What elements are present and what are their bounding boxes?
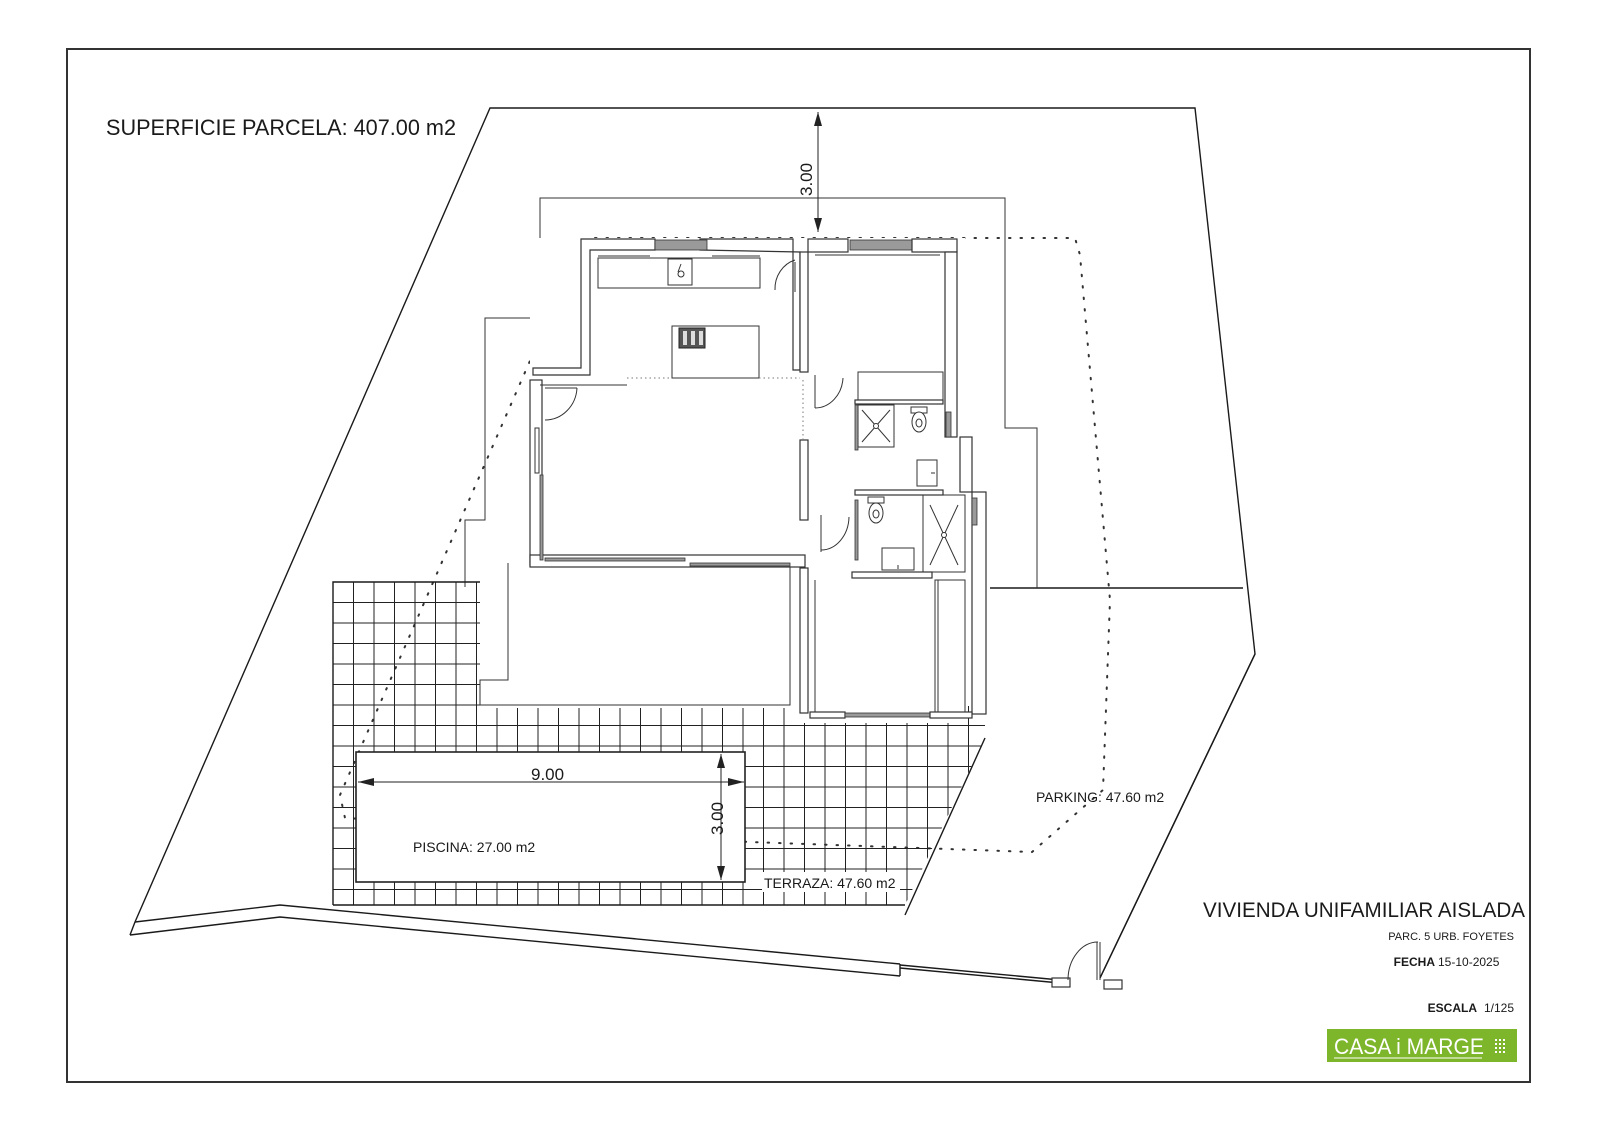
scale-value: 1/125 [1484, 1001, 1514, 1015]
svg-text:3.00: 3.00 [708, 802, 727, 835]
kitchen-sink-icon [667, 258, 693, 286]
eaves-outline [338, 237, 1112, 854]
entrance-gate [1051, 941, 1123, 990]
title-block: VIVIENDA UNIFAMILIAR AISLADA PARC. 5 URB… [1203, 899, 1525, 1062]
logo-grid-icon [1495, 1039, 1505, 1053]
setback-dimension: 3.00 [797, 112, 822, 232]
parking-area-label: PARKING: 47.60 m2 [1036, 789, 1164, 805]
project-title: VIVIENDA UNIFAMILIAR AISLADA [1203, 899, 1525, 922]
terrace-boundary [904, 737, 986, 916]
shower-tray-icon [922, 494, 966, 573]
washbasin-icon [916, 459, 938, 487]
parcel-area-label: SUPERFICIE PARCELA: 407.00 m2 [106, 115, 456, 140]
scale-label: ESCALA [1428, 1001, 1478, 1015]
toilet-icon [910, 406, 928, 433]
svg-text:9.00: 9.00 [531, 765, 564, 784]
svg-text:CASA i MARGE: CASA i MARGE [1334, 1034, 1484, 1059]
svg-text:3.00: 3.00 [797, 163, 816, 196]
project-location: PARC. 5 URB. FOYETES [1388, 931, 1514, 943]
date-label: FECHA [1394, 955, 1436, 969]
house-floor-plan [479, 238, 987, 723]
toilet-icon [867, 496, 885, 524]
date-value: 15-10-2025 [1438, 955, 1500, 969]
parcel-boundary [129, 107, 1256, 984]
sheet-border [66, 48, 1531, 1083]
cooktop-icon [678, 327, 706, 349]
pool: 9.00 3.00 PISCINA: 27.00 m2 [355, 751, 746, 883]
terrace-area-label: TERRAZA: 47.60 m2 [764, 875, 896, 891]
washbasin-icon [881, 547, 915, 571]
company-logo: CASA i MARGE [1327, 1029, 1517, 1062]
pool-area-label: PISCINA: 27.00 m2 [413, 839, 535, 855]
